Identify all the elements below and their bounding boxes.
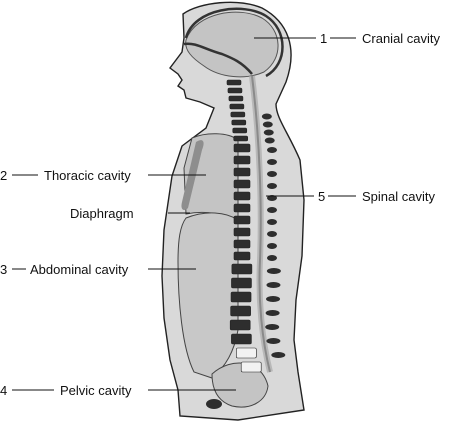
vertebra (233, 227, 251, 237)
spinal-cord (251, 75, 271, 373)
skull-line (184, 7, 284, 78)
vertebra (233, 251, 251, 261)
thoracic-label: Thoracic cavity (44, 168, 131, 183)
vertebra (233, 155, 251, 165)
vertebra (233, 143, 251, 153)
orbit-line (183, 42, 253, 75)
spinous-processes (261, 113, 286, 358)
spinous-process (267, 255, 277, 261)
vertebra (230, 111, 246, 118)
spinous-process (266, 296, 281, 302)
cranial-number: 1 (320, 31, 327, 46)
vertebral-column (226, 79, 262, 373)
vertebra (230, 291, 252, 303)
vertebra (226, 79, 242, 86)
vertebra (229, 319, 251, 331)
vertebra (233, 135, 249, 142)
vertebra (227, 87, 243, 94)
pubis (206, 399, 222, 409)
vertebra (236, 347, 257, 359)
vertebra (233, 203, 251, 213)
abdominal-label: Abdominal cavity (30, 262, 129, 277)
vertebra (229, 103, 245, 110)
vertebra (233, 191, 251, 201)
spinous-process (266, 282, 281, 288)
abdominal-cavity (177, 212, 239, 379)
vertebra (230, 305, 251, 317)
spinal-label: Spinal cavity (362, 189, 435, 204)
spinous-process (267, 147, 277, 153)
pelvic-number: 4 (0, 383, 7, 398)
spinous-process (267, 243, 277, 249)
vertebra (233, 215, 251, 225)
vertebra (231, 263, 253, 275)
pelvic-cavity (211, 362, 269, 408)
cranial-label: Cranial cavity (362, 31, 441, 46)
spinous-process (267, 159, 277, 165)
spinous-process (266, 338, 281, 344)
spinous-process (271, 352, 286, 358)
spinous-process (265, 324, 280, 330)
spinous-process (264, 137, 275, 144)
vertebra (232, 127, 248, 134)
spinous-process (267, 219, 277, 225)
vertebra (231, 333, 252, 345)
vertebra (240, 361, 262, 373)
spinous-process (266, 268, 281, 274)
abdominal-number: 3 (0, 262, 7, 277)
pelvic-label: Pelvic cavity (60, 383, 132, 398)
spinal-number: 5 (318, 189, 325, 204)
vertebra (233, 179, 251, 189)
vertebra (233, 167, 251, 177)
spinous-process (262, 121, 273, 128)
spinous-process (267, 183, 277, 189)
spinous-process (263, 129, 274, 136)
vertebra (233, 239, 251, 249)
vertebra (231, 119, 247, 126)
diaphragm-label: Diaphragm (70, 206, 134, 221)
thoracic-number: 2 (0, 168, 7, 183)
cranial-cavity (185, 11, 279, 78)
spinous-process (267, 207, 277, 213)
spinous-process (261, 113, 272, 120)
spinous-process (267, 171, 277, 177)
vertebra (228, 95, 244, 102)
spinous-process (267, 231, 277, 237)
spinous-process (265, 310, 280, 316)
vertebra (231, 277, 252, 289)
